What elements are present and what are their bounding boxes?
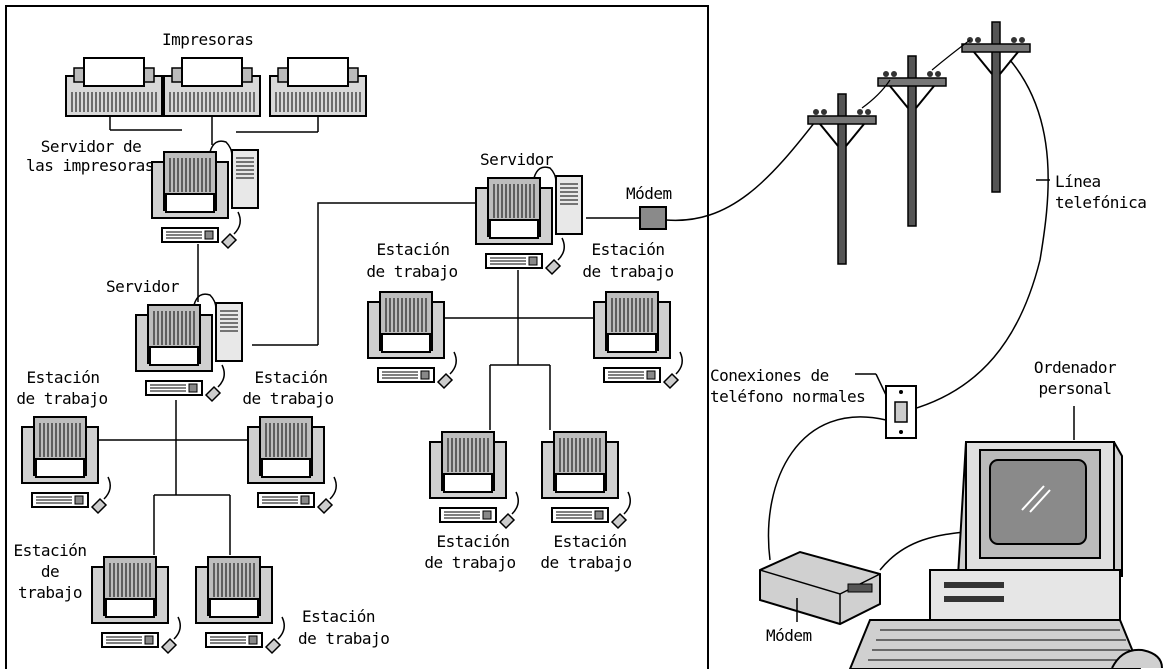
label-print-server-line1: Servidor de (32, 137, 150, 156)
label-phone-line-1: Línea (1055, 172, 1101, 191)
personal-modem (760, 552, 880, 624)
label-local-ws-right-1: Estación (244, 368, 338, 387)
label-local-ws-bl-2: de (12, 562, 88, 581)
remote-workstation-right (594, 292, 682, 388)
jack-to-modem-line (768, 417, 886, 560)
label-personal-modem: Módem (766, 626, 812, 645)
label-local-ws-left-2: de trabajo (10, 389, 114, 408)
label-local-ws-right-2: de trabajo (236, 389, 340, 408)
printer-1 (66, 58, 162, 116)
label-remote-ws-left-2: de trabajo (362, 262, 462, 281)
local-workstation-bottom-right (196, 557, 284, 653)
remote-hub-lines (444, 270, 598, 430)
label-pc-2: personal (1020, 379, 1130, 398)
label-remote-ws-br-1: Estación (544, 532, 636, 551)
label-remote-modem: Módem (626, 184, 672, 203)
remote-workstation-left (368, 292, 456, 388)
label-local-ws-bl-3: trabajo (12, 583, 88, 602)
label-local-server: Servidor (106, 277, 179, 296)
phone-jack (886, 386, 916, 438)
modem-to-pole-line (666, 118, 818, 220)
telephone-pole-1 (808, 94, 876, 264)
local-workstation-bottom-left (92, 557, 180, 653)
printer-3 (270, 58, 366, 116)
label-local-ws-br-1: Estación (302, 607, 375, 626)
label-remote-ws-right-1: Estación (582, 240, 674, 259)
label-phone-line-2: telefónica (1055, 193, 1146, 212)
personal-computer (850, 442, 1162, 669)
telephone-pole-3 (962, 22, 1030, 192)
print-server (152, 141, 258, 248)
label-remote-ws-right-2: de trabajo (578, 262, 678, 281)
label-remote-ws-bl-1: Estación (426, 532, 520, 551)
label-print-server-line2: las impresoras (26, 156, 152, 175)
local-hub-lines (98, 400, 250, 555)
label-remote-ws-bl-2: de trabajo (418, 553, 522, 572)
label-printers: Impresoras (162, 30, 253, 49)
local-workstation-right (248, 417, 336, 513)
label-connections-1: Conexiones de (710, 366, 829, 385)
jack-label-leader-2 (876, 374, 886, 395)
label-connections-2: teléfono normales (710, 387, 865, 406)
label-pc-1: Ordenador (1020, 358, 1130, 377)
local-server (136, 294, 242, 401)
remote-server (476, 167, 582, 274)
label-remote-ws-left-1: Estación (366, 240, 460, 259)
remote-modem (640, 207, 666, 229)
remote-workstation-bottom-right (542, 432, 630, 528)
label-remote-ws-br-2: de trabajo (536, 553, 636, 572)
label-local-ws-br-2: de trabajo (298, 629, 389, 648)
telephone-pole-2 (878, 56, 946, 226)
label-local-ws-bl-1: Estación (12, 541, 88, 560)
label-local-ws-left-1: Estación (16, 368, 110, 387)
local-workstation-left (22, 417, 110, 513)
printer-2 (164, 58, 260, 116)
label-remote-server: Servidor (480, 150, 553, 169)
remote-workstation-bottom-left (430, 432, 518, 528)
